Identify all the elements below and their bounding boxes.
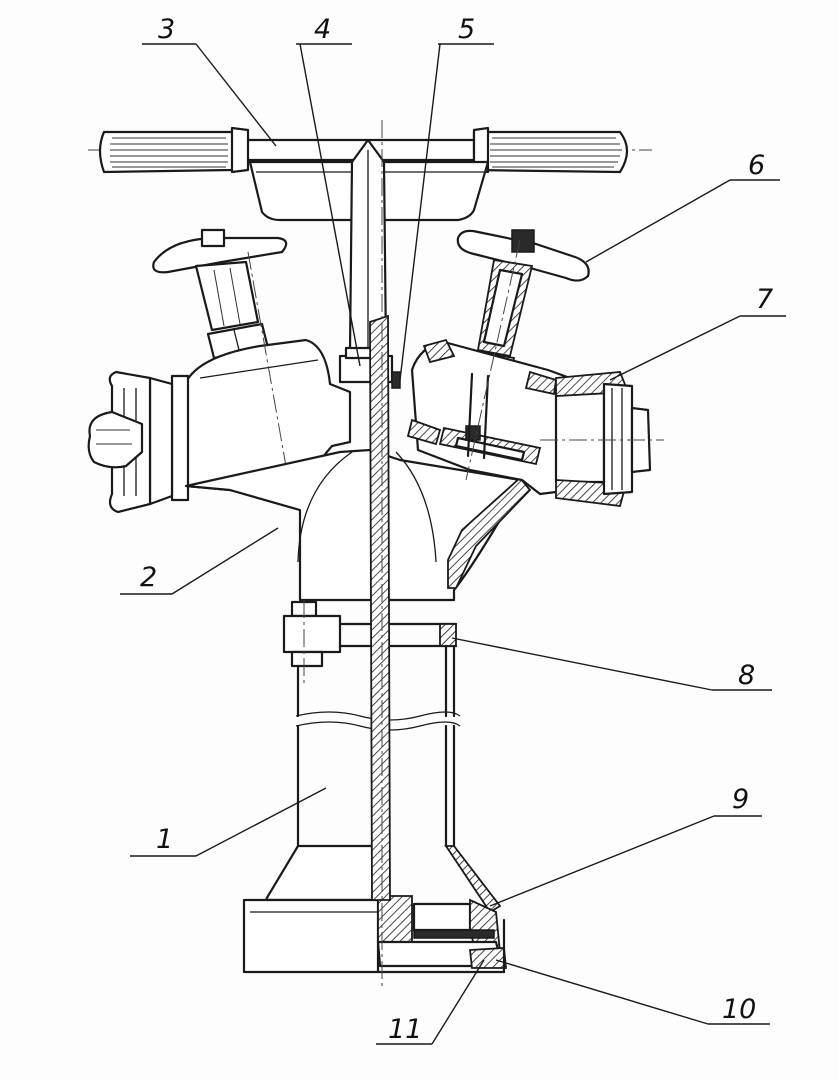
callout-1: 1 [156,824,173,855]
callout-7: 7 [756,284,773,315]
flange-joint [282,600,458,684]
vertical-rod [369,120,401,990]
callout-11: 11 [388,1014,422,1045]
callout-4: 4 [314,14,331,45]
callout-labels: 3 4 5 6 7 2 8 1 9 10 11 [140,14,773,1045]
right-valve-section [406,229,664,507]
lower-column [242,644,507,974]
callout-6: 6 [748,150,765,181]
callout-9: 9 [732,784,749,815]
callout-3: 3 [158,14,175,45]
callout-8: 8 [738,660,755,691]
callout-2: 2 [140,562,157,593]
callout-10: 10 [722,994,756,1025]
callout-5: 5 [458,14,475,45]
leader-lines [120,43,786,1045]
